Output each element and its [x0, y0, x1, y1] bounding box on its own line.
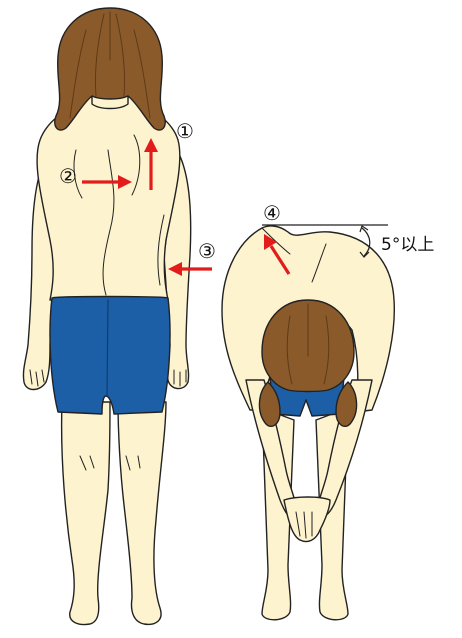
marker-1: ①	[176, 119, 194, 143]
angle-annotation: 5°以上	[381, 235, 434, 255]
right-leg	[118, 402, 166, 624]
marker-3: ③	[198, 239, 216, 263]
marker-2: ②	[59, 164, 77, 188]
standing-back-view-figure	[23, 8, 190, 625]
marker-4: ④	[263, 201, 281, 225]
forward-bend-figure	[222, 226, 394, 620]
left-leg	[62, 402, 110, 625]
shorts	[50, 297, 170, 415]
